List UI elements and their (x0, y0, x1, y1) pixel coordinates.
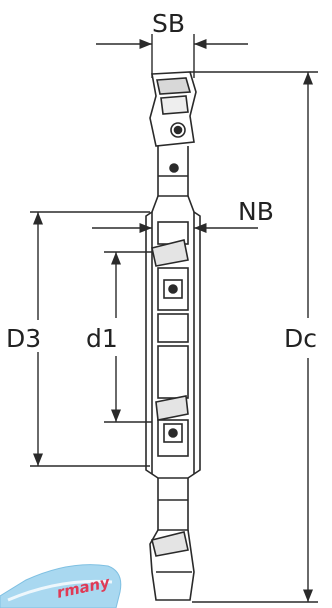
screw-hole-icon (169, 163, 179, 173)
screw-hole-icon (170, 122, 186, 138)
label-nb: NB (238, 197, 274, 226)
screw-holes (163, 122, 186, 443)
cutter-body (145, 71, 201, 601)
label-sb: SB (152, 9, 185, 38)
top-insert-outline (149, 71, 197, 147)
label-d3: D3 (6, 324, 41, 353)
germany-stamp: rmany (0, 564, 122, 608)
dimension-lines (30, 34, 318, 603)
screw-hole-icon (163, 279, 183, 299)
label-dc: Dc (284, 324, 317, 353)
bottom-insert-outline (149, 529, 195, 601)
screw-hole-icon (163, 423, 183, 443)
hub-outline (145, 195, 201, 479)
label-d1: d1 (86, 324, 118, 353)
